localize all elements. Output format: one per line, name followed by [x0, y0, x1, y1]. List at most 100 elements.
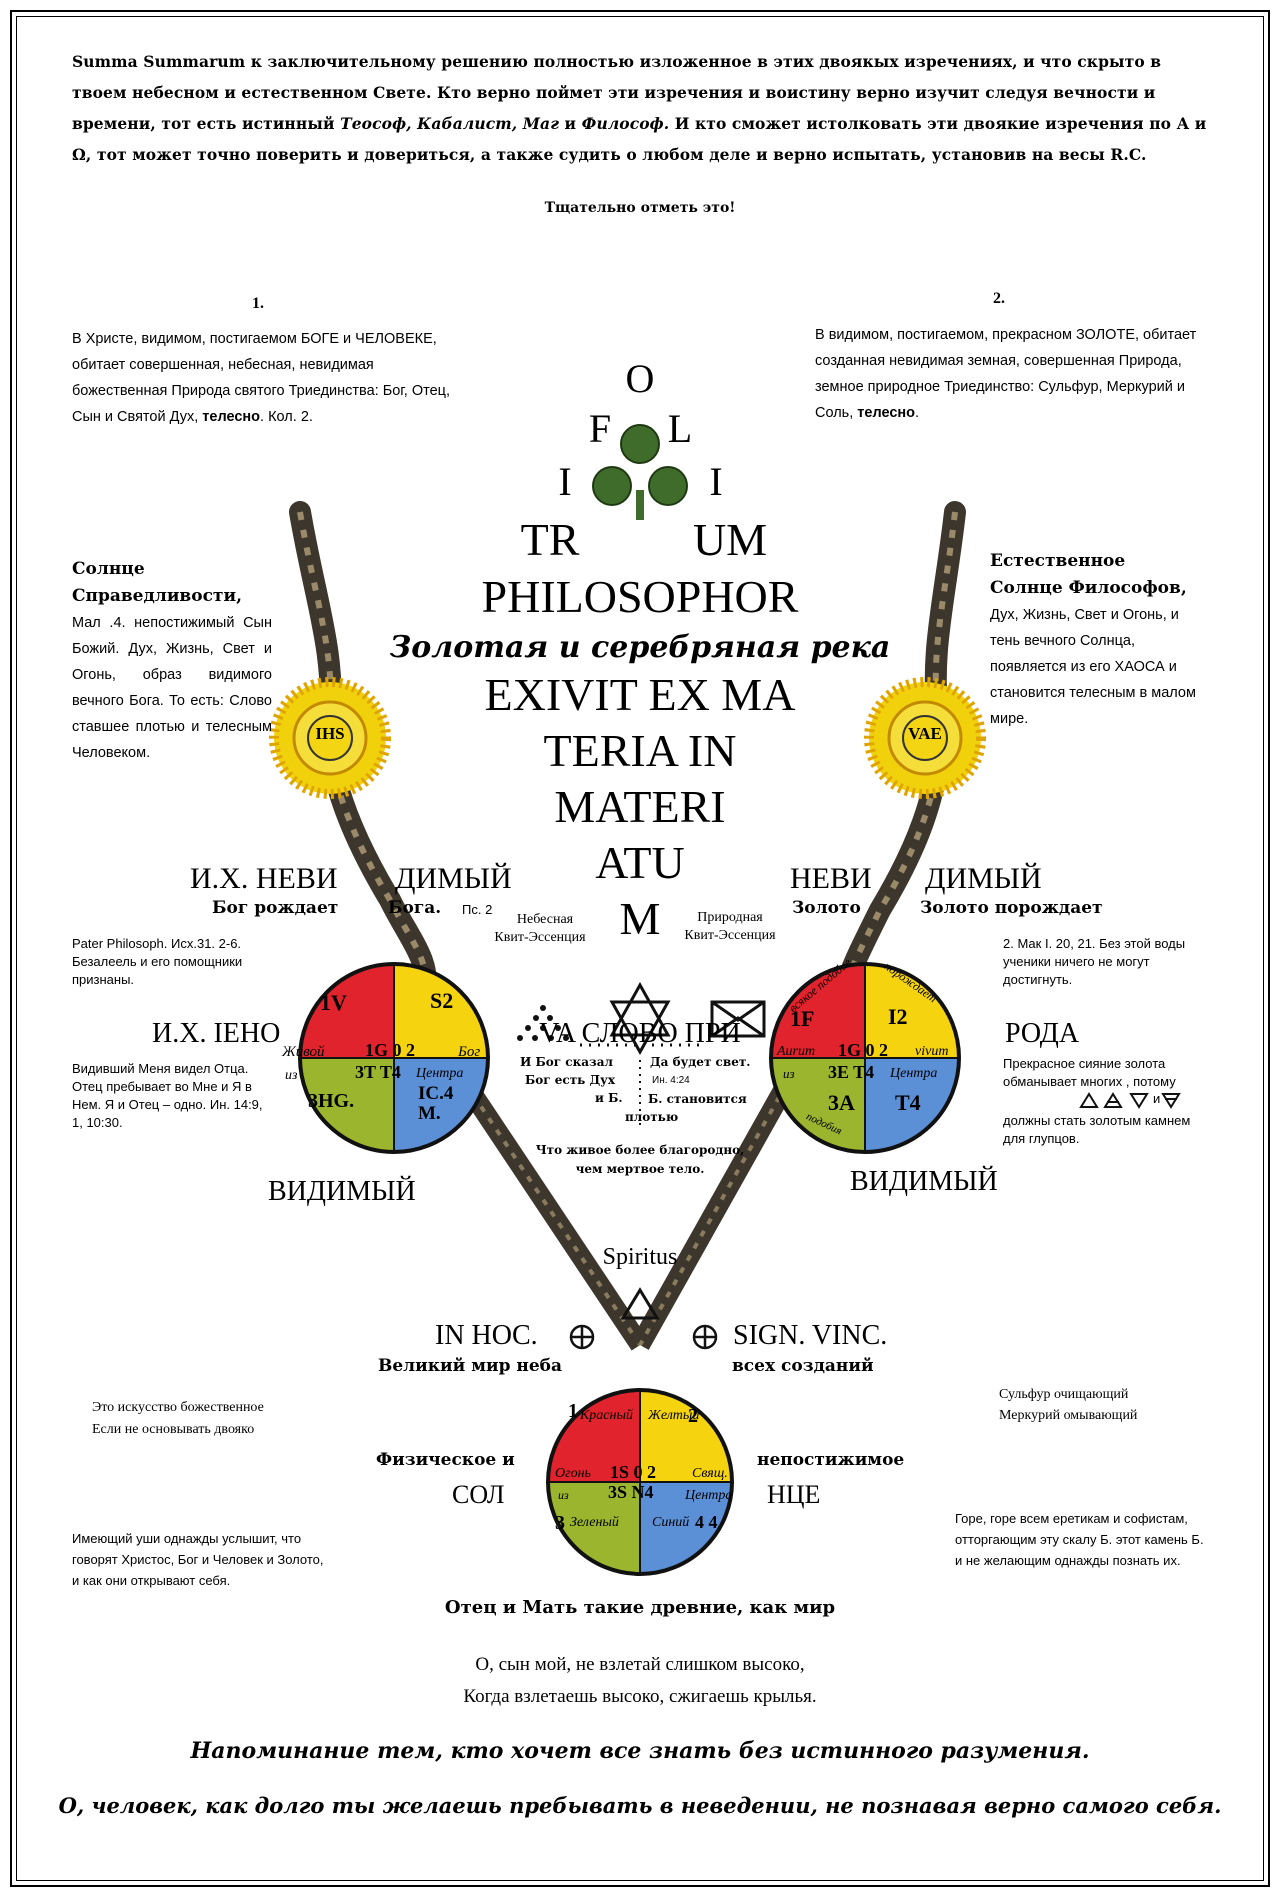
right-quartered-circle: [769, 962, 961, 1154]
sol-left: СОЛ: [452, 1480, 505, 1509]
intro-role-mage: Маг: [522, 114, 560, 133]
title-atu: ATU: [595, 837, 685, 888]
right-q3: Aurum: [777, 1044, 816, 1059]
right-heading-invi: НЕВИ: [790, 862, 872, 895]
bottom-c3: 3: [555, 1512, 565, 1534]
page-border-inner: [16, 16, 1264, 1881]
art-line-2: Если не основывать двояко: [92, 1422, 255, 1437]
bottom-q5: Зеленый: [570, 1515, 619, 1530]
note-heading: Тщательно отметь это!: [544, 200, 736, 216]
bottom-q7: Центра: [685, 1488, 733, 1503]
right-ref-text: 2. Мак I. 20, 21. Без этой воды ученики …: [1003, 936, 1186, 987]
jn-ref: Ин. 4:24: [652, 1075, 690, 1086]
va-slovo-pri: VA СЛОВО ПРИ: [539, 1018, 741, 1049]
great-world: Великий мир неба: [378, 1356, 562, 1376]
left-heading-invi: И.Х. НЕВИ: [190, 862, 338, 895]
earth-symbol-right-icon: [692, 1324, 718, 1350]
right-sun-text: Естественное Солнце Философов, Дух, Жизн…: [990, 548, 1200, 732]
left-c1: 1V: [320, 990, 347, 1015]
title-m: M: [619, 893, 661, 944]
ears-text: Имеющий уши однажды услышит, что говорят…: [72, 1531, 324, 1588]
incomprehensible: непостижимое: [757, 1450, 905, 1470]
right-paragraph-text: В видимом, постигаемом, прекрасном ЗОЛОТ…: [815, 327, 1197, 421]
left-mid2: 3T T4: [355, 1062, 401, 1082]
left-sun-text: Солнце Справедливости, Мал .4. непостижи…: [72, 556, 272, 766]
page-border: [10, 10, 1270, 1887]
title-tr: TR: [520, 514, 580, 565]
left-q2: Бог: [458, 1044, 481, 1060]
left-number: 1.: [252, 295, 264, 312]
title-materi: MATERI: [554, 781, 726, 832]
right-sub-gold-begets: Золото порождает: [920, 898, 1103, 918]
bottom-q2: Желтый: [648, 1408, 700, 1423]
right-c2: I2: [888, 1004, 908, 1029]
poem-line-1: О, сын мой, не взлетай слишком высоко,: [475, 1654, 805, 1675]
god-said: И Бог сказал: [520, 1055, 613, 1069]
spiritus-label: Spiritus: [602, 1244, 678, 1270]
left-text2: Видивший Меня видел Отца. Отец пребывает…: [72, 1061, 263, 1130]
footer-line-1: Напоминание тем, кто хочет все знать без…: [190, 1738, 1090, 1764]
dots-triangle-icon: [517, 1005, 569, 1041]
right-mid: 1G 0 2: [838, 1040, 889, 1060]
hexagram-icon: [609, 981, 671, 1056]
element-triangles-icon: [1079, 1092, 1181, 1109]
left-sun: [269, 677, 391, 799]
left-paragraph-bold: телесно: [202, 409, 261, 425]
right-c3: 3A: [828, 1090, 855, 1115]
right-paragraph: В видимом, постигаемом, прекрасном ЗОЛОТ…: [815, 322, 1205, 426]
becomes: Б. становится: [648, 1092, 747, 1106]
all-creations: всех созданий: [732, 1356, 874, 1376]
left-sub-god: Бога.: [388, 898, 442, 918]
right-q5: Центра: [890, 1066, 938, 1081]
footer-line-2: О, человек, как долго ты желаешь пребыва…: [58, 1793, 1222, 1818]
father-mother-line: Отец и Мать такие древние, как мир: [444, 1597, 836, 1618]
left-sun-title: Солнце Справедливости,: [72, 559, 242, 606]
bottom-c1: 1: [568, 1400, 578, 1422]
right-lower-branch: [631, 1055, 809, 1350]
sign-vinc: SIGN. VINC.: [733, 1320, 888, 1351]
in-hoc: IN HOC.: [435, 1320, 538, 1351]
left-sub-god-begets: Бог рождает: [212, 898, 339, 918]
bottom-quartered-circle: [546, 1388, 734, 1576]
left-heading-dimy: ДИМЫЙ: [395, 862, 512, 895]
intro-role-theosoph: Теософ,: [340, 114, 412, 133]
left-c4: IC.4 M.: [418, 1083, 454, 1124]
nature-label: Природная: [697, 910, 763, 925]
intro-rest: И кто сможет истолковать эти двоякие изр…: [72, 114, 1207, 164]
bottom-c4: 4 4: [695, 1512, 718, 1532]
title-i-left: I: [558, 459, 572, 504]
title-l: L: [667, 406, 693, 451]
left-paragraph: В Христе, видимом, постигаемом БОГЕ и ЧЕ…: [72, 326, 462, 430]
let-be: Да будет свет.: [650, 1055, 751, 1069]
right-number: 2.: [993, 290, 1005, 307]
intro-role-kabbalist: Кабалист,: [417, 114, 518, 133]
poem-line-2: Когда взлетаешь высоко, сжигаешь крылья.: [463, 1686, 817, 1707]
envelope-icon: [710, 1000, 766, 1038]
right-sun-label: VAE: [908, 724, 942, 743]
god-spirit: Бог есть Дух: [525, 1073, 615, 1087]
title-philosophor: PHILOSOPHOR: [481, 571, 799, 622]
nature-label-2: Квит-Эссенция: [684, 928, 776, 943]
left-paragraph-end: . Кол. 2.: [260, 409, 313, 425]
title-f: F: [588, 406, 612, 451]
bottom-q1: Красный: [580, 1408, 633, 1423]
dead-line: чем мертвое тело.: [575, 1162, 705, 1176]
woe-text: Горе, горе всем еретикам и софистам, отт…: [955, 1511, 1204, 1568]
left-paragraph-text: В Христе, видимом, постигаемом БОГЕ и ЧЕ…: [72, 331, 451, 425]
sulfur-line: Сульфур очищающий: [999, 1387, 1129, 1402]
right-paragraph-end: .: [915, 405, 920, 421]
bottom-q3: Огонь: [555, 1466, 591, 1481]
title-exivit: EXIVIT EX MA: [484, 669, 796, 720]
right-q6: из: [783, 1066, 795, 1081]
left-q3: Центра: [416, 1066, 464, 1081]
gothic-river-heading: Золотая и серебряная река: [389, 630, 891, 665]
nce-right: НЦЕ: [767, 1480, 821, 1509]
left-c2: S2: [430, 988, 454, 1013]
right-q4: vivum: [915, 1044, 949, 1059]
left-sun-body: Мал .4. непостижимый Сын Божий. Дух, Жиз…: [72, 615, 272, 761]
right-sun-body: Дух, Жизнь, Свет и Огонь, и тень вечного…: [990, 607, 1196, 727]
right-text2: Прекрасное сияние золота обманывает мног…: [1003, 1056, 1176, 1089]
right-roda: РОДА: [1005, 1018, 1080, 1049]
right-mid2: 3E T4: [828, 1062, 875, 1082]
left-sun-label: IHS: [315, 724, 345, 743]
